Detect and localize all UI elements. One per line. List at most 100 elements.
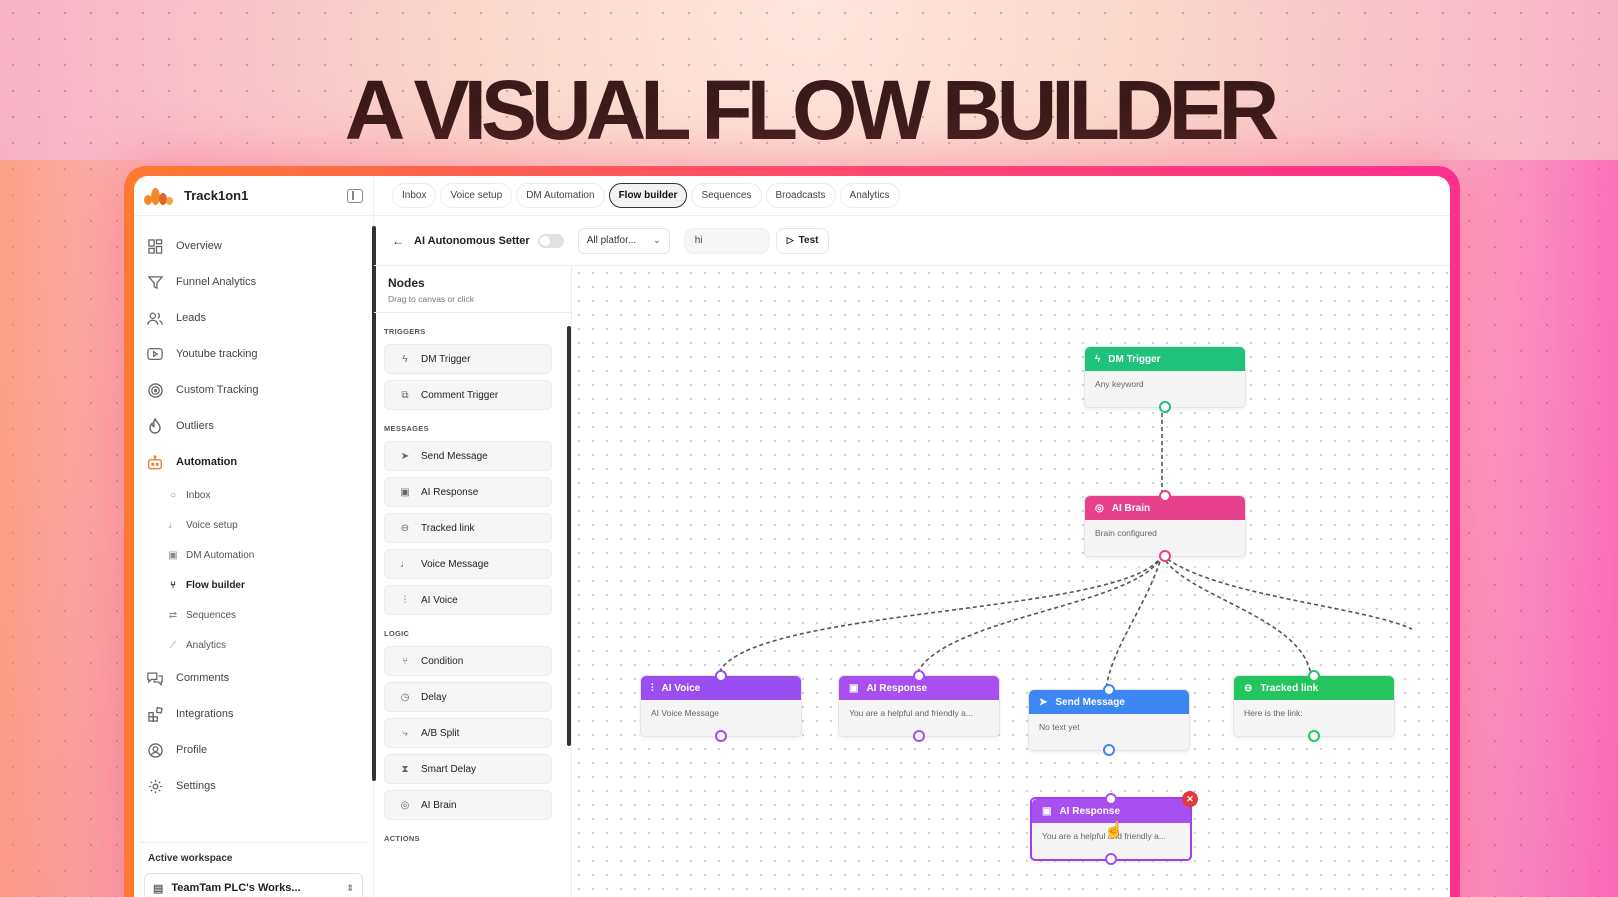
workspace-name: TeamTam PLC's Works... [171,882,301,894]
line-chart-icon: ⟋ [169,639,177,651]
sidebar-item-label: Leads [176,312,206,324]
palette-node-label: A/B Split [421,727,460,739]
palette-node-ai-brain[interactable]: ◎ AI Brain [384,790,552,820]
palette-node-voice-message[interactable]: ♩ Voice Message [384,549,552,579]
sidebar-item-label: Profile [176,744,208,756]
output-port[interactable] [1159,550,1171,562]
waveform-icon: ⫶ [651,682,654,694]
palette-node-send-message[interactable]: ➤ Send Message [384,441,552,471]
test-message-input[interactable] [683,227,770,254]
sidebar-subitem-flow-builder[interactable]: ⑂ Flow builder [134,570,373,600]
sidebar-item-settings[interactable]: Settings [134,768,373,804]
zap-icon: ϟ [402,353,408,365]
tab-flow-builder[interactable]: Flow builder [608,183,688,208]
sidebar-item-funnel-analytics[interactable]: Funnel Analytics [134,264,373,300]
sidebar-collapse-icon[interactable] [347,188,363,203]
palette-scrollbar[interactable] [567,326,571,746]
flow-node-dm-trigger[interactable]: ϟ DM Trigger Any keyword [1084,346,1246,413]
palette-node-label: Condition [421,655,464,667]
palette-node-ai-response[interactable]: ▣ AI Response [384,477,552,507]
input-port[interactable] [1308,670,1320,682]
link-icon: ⊖ [400,522,410,534]
delete-node-icon[interactable]: ✕ [1182,791,1198,807]
palette-node-smart-delay[interactable]: ⧗ Smart Delay [384,754,552,784]
sidebar-subitem-analytics[interactable]: ⟋ Analytics [134,630,373,660]
tab-dm-automation[interactable]: DM Automation [516,183,605,208]
palette-node-ab-split[interactable]: ⤷ A/B Split [384,718,552,748]
arrow-left-icon[interactable]: ← [392,233,404,248]
flow-node-tracked-link[interactable]: ⊖ Tracked link Here is the link: [1233,670,1395,742]
flow-title: AI Autonomous Setter [414,234,530,247]
bot-icon: ▣ [400,486,410,498]
flow-toolbar: ← AI Autonomous Setter All platfor... ⌄ … [374,216,1450,266]
flow-node-ai-response-selected[interactable]: ▣ AI Response You are a helpful and frie… [1030,791,1198,865]
sidebar-item-profile[interactable]: Profile [134,732,373,768]
sidebar-item-youtube-tracking[interactable]: Youtube tracking [134,336,373,372]
workspace-label: Active workspace [148,853,233,864]
tab-analytics[interactable]: Analytics [839,183,900,208]
input-port[interactable] [1159,490,1171,502]
palette-node-tracked-link[interactable]: ⊖ Tracked link [384,513,552,543]
node-title: AI Response [1059,805,1121,817]
sidebar-subitem-voice-setup[interactable]: ♩ Voice setup [134,510,373,540]
bot-icon: ▣ [849,682,859,694]
palette-node-delay[interactable]: ◷ Delay [384,682,552,712]
brand-logo [144,185,174,207]
flow-node-ai-brain[interactable]: ◎ AI Brain Brain configured [1084,490,1246,562]
flow-node-ai-voice[interactable]: ⫶ AI Voice AI Voice Message [640,670,802,742]
output-port[interactable] [913,730,925,742]
wire-brain-voice [717,554,1163,676]
palette-title: Nodes [388,276,425,290]
sidebar-subitem-sequences[interactable]: ⇄ Sequences [134,600,373,630]
tab-sequences[interactable]: Sequences [691,183,762,208]
palette-node-label: Voice Message [421,558,489,570]
workflow-icon: ⇄ [168,609,178,621]
sidebar-item-custom-tracking[interactable]: Custom Tracking [134,372,373,408]
palette-node-label: AI Voice [421,594,458,606]
palette-node-dm-trigger[interactable]: ϟ DM Trigger [384,344,552,374]
tab-inbox[interactable]: Inbox [392,183,437,208]
sidebar-item-outliers[interactable]: Outliers [134,408,373,444]
sidebar-item-integrations[interactable]: Integrations [134,696,373,732]
sidebar-scrollbar[interactable] [372,226,376,781]
flow-node-ai-response[interactable]: ▣ AI Response You are a helpful and frie… [838,670,1000,742]
palette-node-label: AI Response [421,486,479,498]
tab-broadcasts[interactable]: Broadcasts [765,183,836,208]
clock-icon: ◷ [400,691,410,703]
app-window: Track1on1 Overview Funnel Analytics [134,176,1450,897]
sidebar-item-automation[interactable]: Automation [134,444,373,480]
workspace-select[interactable]: ▤ TeamTam PLC's Works... ⇕ [144,873,363,897]
platform-select[interactable]: All platfor... ⌄ [577,227,670,254]
input-port[interactable] [715,670,727,682]
category-actions: ACTIONS [384,834,420,843]
test-button[interactable]: ▷ Test [775,227,830,254]
flow-canvas[interactable]: ϟ DM Trigger Any keyword ◎ AI Brain Brai… [572,266,1450,897]
output-port[interactable] [1308,730,1320,742]
node-title: AI Response [866,682,928,694]
palette-divider [374,312,571,313]
palette-node-label: AI Brain [421,799,457,811]
tab-voice-setup[interactable]: Voice setup [440,183,513,208]
palette-node-ai-voice[interactable]: ⫶ AI Voice [384,585,552,615]
output-port[interactable] [1105,853,1117,865]
output-port[interactable] [1103,744,1115,756]
sidebar-subitem-dm-automation[interactable]: ▣ DM Automation [134,540,373,570]
sidebar-item-overview[interactable]: Overview [134,228,373,264]
input-port[interactable] [913,670,925,682]
flow-node-send-message[interactable]: ➤ Send Message No text yet [1028,684,1190,756]
output-port[interactable] [715,730,727,742]
sidebar-subitem-inbox[interactable]: ○ Inbox [134,480,373,510]
sidebar-subitem-label: Inbox [186,489,211,501]
sidebar-item-label: Outliers [176,420,214,432]
palette-node-condition[interactable]: ⑂ Condition [384,646,552,676]
node-title: Tracked link [1260,682,1319,694]
comments-icon [146,669,164,687]
gear-icon [146,777,164,795]
palette-node-comment-trigger[interactable]: ⧉ Comment Trigger [384,380,552,410]
sidebar-item-comments[interactable]: Comments [134,660,373,696]
input-port[interactable] [1105,793,1117,805]
sidebar-item-leads[interactable]: Leads [134,300,373,336]
flow-active-toggle[interactable] [537,233,564,248]
output-port[interactable] [1159,401,1171,413]
input-port[interactable] [1103,684,1115,696]
